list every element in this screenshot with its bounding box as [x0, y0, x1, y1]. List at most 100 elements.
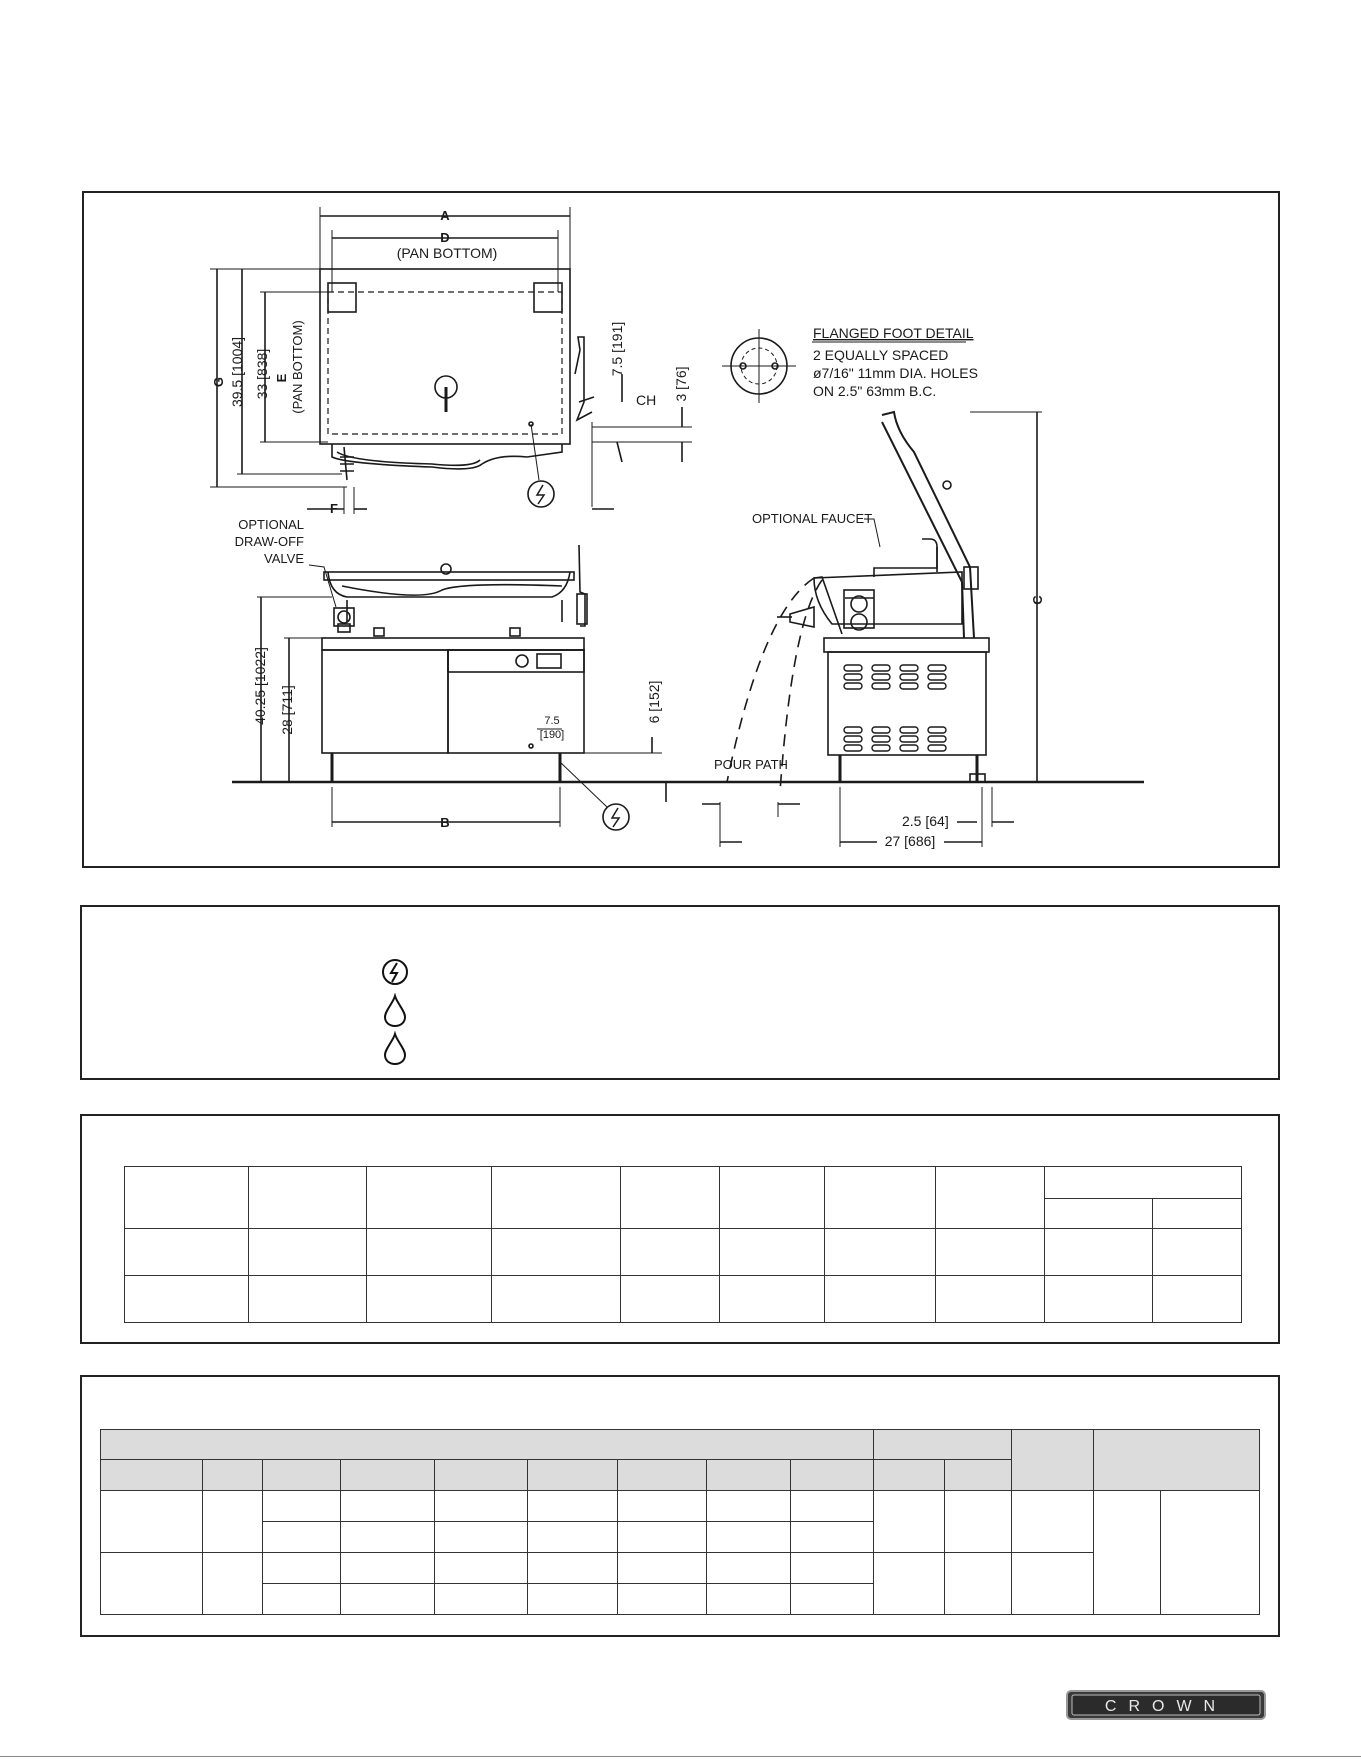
table-cell	[340, 1552, 435, 1584]
electrical-table-panel	[80, 1375, 1280, 1637]
dim-7-5-label: 7.5	[544, 715, 559, 727]
header-cell	[706, 1459, 791, 1491]
table-cell	[527, 1552, 618, 1584]
dim-b-label: B	[440, 815, 449, 830]
dim-d-label: D	[440, 230, 449, 245]
cold-water-icon	[383, 993, 407, 1028]
technical-drawing: A D (PAN BOTTOM) G 39.5 [1004] 33 [838] …	[210, 207, 1144, 849]
table-cell	[619, 1228, 721, 1276]
header-cell	[1044, 1166, 1242, 1199]
electrical-connection-icon	[382, 959, 408, 985]
header-cell	[490, 1166, 621, 1229]
table-cell	[935, 1275, 1046, 1323]
header-cell	[124, 1166, 249, 1229]
drawoff-label-1: OPTIONAL	[238, 517, 304, 532]
header-cell	[873, 1429, 1012, 1460]
header-cell	[935, 1166, 1046, 1229]
table-cell	[434, 1490, 528, 1522]
table-cell	[790, 1583, 874, 1615]
table-cell	[1151, 1275, 1243, 1323]
dim-40-25-label: 40.25 [1022]	[252, 647, 268, 725]
dim-e-label: E	[274, 373, 289, 382]
table-cell	[790, 1521, 874, 1553]
table-cell	[527, 1583, 618, 1615]
header-cell	[873, 1459, 945, 1491]
table-cell	[706, 1583, 791, 1615]
table-cell	[434, 1521, 528, 1553]
footer-rule	[0, 1756, 1361, 1757]
table-cell	[706, 1552, 791, 1584]
crown-logo-text: CROWN	[1105, 1698, 1227, 1715]
table-cell	[1044, 1275, 1153, 1323]
table-cell	[1044, 1228, 1153, 1276]
dim-33-label: 33 [838]	[254, 349, 270, 400]
header-cell	[434, 1459, 528, 1491]
electrical-table	[100, 1429, 1260, 1615]
header-cell	[262, 1459, 341, 1491]
table-cell	[706, 1490, 791, 1522]
table-cell	[434, 1552, 528, 1584]
table-cell	[247, 1228, 367, 1276]
pan-bottom-side-label: (PAN BOTTOM)	[290, 320, 305, 413]
table-cell	[202, 1552, 263, 1615]
table-cell	[262, 1521, 341, 1553]
legend-icons	[380, 955, 410, 1066]
dim-7-5-191-label: 7.5 [191]	[609, 322, 625, 377]
table-cell	[617, 1521, 707, 1553]
dim-g-label: G	[211, 377, 226, 387]
table-cell	[262, 1552, 341, 1584]
dim-2-5-label: 2.5 [64]	[902, 813, 949, 829]
pan-bottom-top-label: (PAN BOTTOM)	[397, 245, 498, 261]
header-cell	[247, 1166, 367, 1229]
vent-slots	[843, 664, 947, 752]
table-cell	[100, 1490, 203, 1553]
top-view	[210, 207, 692, 514]
header-cell	[100, 1429, 874, 1460]
table-cell	[434, 1583, 528, 1615]
header-cell	[340, 1459, 435, 1491]
table-cell	[1160, 1490, 1260, 1615]
table-cell	[824, 1228, 937, 1276]
dim-c-label: C	[1030, 595, 1045, 605]
table-cell	[617, 1552, 707, 1584]
pour-path-label: POUR PATH	[714, 757, 788, 772]
header-cell	[365, 1166, 492, 1229]
table-cell	[935, 1228, 1046, 1276]
table-cell	[262, 1583, 341, 1615]
table-cell	[365, 1228, 492, 1276]
table-cell	[719, 1228, 826, 1276]
table-cell	[790, 1490, 874, 1522]
optional-faucet-label: OPTIONAL FAUCET	[752, 511, 872, 526]
table-cell	[873, 1490, 945, 1553]
table-cell	[1011, 1490, 1094, 1553]
table-cell	[124, 1228, 249, 1276]
utility-legend-panel	[80, 905, 1280, 1080]
header-cell	[944, 1459, 1012, 1491]
table-cell	[527, 1490, 618, 1522]
table-cell	[202, 1490, 263, 1553]
header-cell	[1044, 1198, 1153, 1229]
table-cell	[1093, 1490, 1161, 1615]
dim-f-label: F	[330, 501, 338, 516]
dim-a-label: A	[440, 208, 450, 223]
table-cell	[790, 1552, 874, 1584]
table-cell	[1011, 1552, 1094, 1615]
table-cell	[617, 1490, 707, 1522]
dim-28-label: 28 [711]	[279, 685, 295, 735]
table-cell	[944, 1552, 1012, 1615]
drawoff-label-2: DRAW-OFF	[235, 534, 304, 549]
table-cell	[340, 1583, 435, 1615]
header-cell	[790, 1459, 874, 1491]
table-cell	[340, 1490, 435, 1522]
drawing-panel: A D (PAN BOTTOM) G 39.5 [1004] 33 [838] …	[82, 191, 1280, 868]
crown-logo: CROWN	[1066, 1690, 1266, 1720]
header-cell	[1093, 1429, 1260, 1491]
table-cell	[262, 1490, 341, 1522]
header-cell	[100, 1459, 203, 1491]
table-cell	[824, 1275, 937, 1323]
dim-6-152-label: 6 [152]	[646, 681, 662, 724]
header-cell	[619, 1166, 721, 1229]
dimensions-table	[124, 1166, 1243, 1323]
cold-hot-label: CH	[636, 392, 656, 408]
side-view	[702, 329, 1042, 847]
